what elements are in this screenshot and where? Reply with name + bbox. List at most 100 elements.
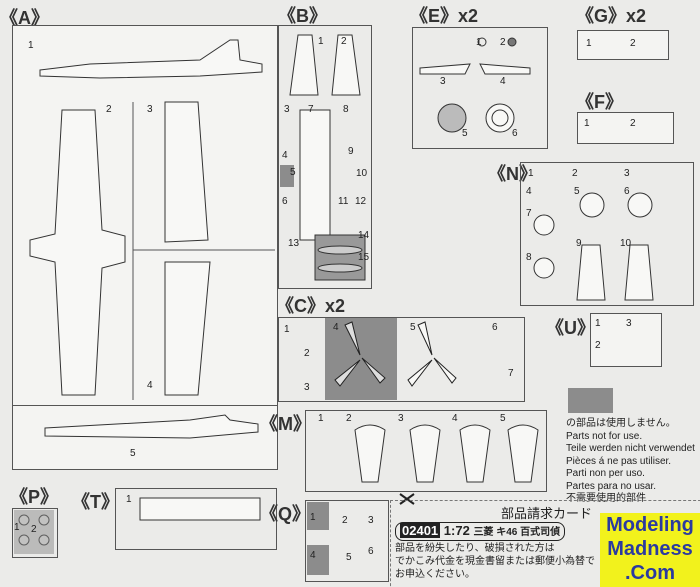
part-number: 4 (282, 150, 288, 161)
part-number: 11 (338, 196, 349, 207)
part-number: 4 (333, 322, 339, 333)
part-number: 3 (147, 104, 153, 115)
part-number: 2 (304, 348, 310, 359)
part-number: 9 (576, 238, 582, 249)
sprue-q-frame (305, 500, 389, 582)
sprue-p-label: 《P》 (10, 487, 59, 507)
part-number: 3 (368, 515, 374, 526)
wing-upper-a4 (164, 261, 211, 396)
sprue-p-frame (12, 508, 58, 558)
parts-request-card: 部品請求カード 02401 1:72 三菱 キ46 百式司偵 部品を紛失したり、… (390, 500, 700, 587)
fuselage-half-a5 (44, 414, 259, 439)
part-number: 6 (282, 196, 288, 207)
part-number: 5 (410, 322, 416, 333)
fuselage-half-a1 (39, 39, 263, 79)
part-number: 1 (310, 512, 316, 523)
part-number: 5 (346, 552, 352, 563)
kit-scale: 1:72 (443, 523, 470, 538)
wing-lower-a2 (29, 109, 126, 396)
part-number: 2 (572, 168, 578, 179)
card-text-line: 部品を紛失したり、破損された方は (395, 543, 555, 554)
legend-line: Parti non per uso. (566, 468, 645, 479)
part-number: 6 (512, 128, 518, 139)
part-number: 10 (620, 238, 632, 249)
part-number: 4 (500, 76, 506, 87)
part-number: 3 (440, 76, 446, 87)
part-number: 2 (630, 118, 636, 129)
sprue-c-label: 《C》x2 (276, 296, 346, 316)
part-number: 9 (348, 146, 354, 157)
part-number: 8 (526, 252, 532, 263)
part-number: 6 (368, 546, 374, 557)
part-number: 4 (526, 186, 532, 197)
legend-line: 不需要使用的部件 (566, 493, 646, 504)
card-text-line: でかこみ代金を現金書留または郵便小為替で (395, 556, 595, 567)
part-number: 5 (130, 448, 136, 459)
sprue-m-frame (305, 410, 547, 492)
watermark-line: Modeling (606, 514, 694, 536)
part-number: 5 (574, 186, 580, 197)
part-number: 2 (595, 340, 601, 351)
legend-line: Teile werden nicht verwendet (566, 443, 695, 454)
part-number: 2 (341, 36, 347, 47)
part-number: 1 (284, 324, 290, 335)
part-number: 1 (14, 522, 20, 533)
part-number: 13 (288, 238, 300, 249)
part-number: 5 (462, 128, 468, 139)
sprue-f-frame (577, 112, 674, 144)
legend-text: の部品は使用しません。 Parts not for use. Teile wer… (566, 418, 695, 506)
part-number: 2 (346, 413, 352, 424)
sprue-f-label: 《F》 (576, 92, 623, 112)
part-number: 1 (126, 494, 132, 505)
part-number: 1 (476, 37, 482, 48)
sprue-b-frame (278, 25, 372, 289)
part-number: 5 (290, 167, 296, 178)
sprue-u-frame (590, 313, 662, 367)
sprue-b-label: 《B》 (278, 6, 327, 26)
sprue-n-label: 《N》 (488, 164, 537, 184)
watermark-line: .Com (625, 562, 675, 584)
part-number: 2 (342, 515, 348, 526)
part-number: 2 (500, 37, 506, 48)
part-number: 5 (500, 413, 506, 424)
wing-upper-a3 (164, 101, 209, 243)
sprue-a-label: 《A》 (0, 8, 49, 28)
sprue-m-label: 《M》 (260, 414, 311, 434)
unused-parts-swatch (568, 388, 613, 413)
part-number: 3 (284, 104, 290, 115)
card-title: 部品請求カード (501, 506, 593, 521)
scissors-icon (399, 493, 415, 505)
sprue-n-frame (520, 162, 694, 306)
part-number: 3 (304, 382, 310, 393)
watermark-line: Madness (607, 538, 693, 560)
part-number: 2 (630, 38, 636, 49)
sprue-u-label: 《U》 (546, 318, 595, 338)
part-number: 7 (526, 208, 532, 219)
part-number: 14 (358, 230, 370, 241)
part-number: 6 (624, 186, 630, 197)
kit-code-line: 02401 1:72 三菱 キ46 百式司偵 (395, 522, 566, 541)
part-number: 3 (626, 318, 632, 329)
part-number: 6 (492, 322, 498, 333)
part-number: 12 (355, 196, 367, 207)
part-number: 15 (358, 252, 370, 263)
part-number: 1 (28, 40, 34, 51)
card-instructions: 部品を紛失したり、破損された方は でかこみ代金を現金書留または郵便小為替で お申… (395, 542, 595, 581)
sprue-t-frame (115, 488, 277, 550)
watermark-logo: Modeling Madness .Com (600, 513, 700, 587)
part-number: 10 (356, 168, 368, 179)
sprue-a-lower-frame (12, 405, 278, 470)
sprue-g-label: 《G》x2 (576, 6, 647, 26)
part-number: 4 (310, 550, 316, 561)
legend-line: Partes para no usar. (566, 480, 657, 492)
part-number: 2 (31, 524, 37, 535)
sprue-q-label: 《Q》 (260, 504, 311, 524)
legend-line: Pièces á ne pas utiliser. (566, 455, 672, 467)
part-number: 1 (318, 36, 324, 47)
part-number: 4 (452, 413, 458, 424)
part-number: 1 (318, 413, 324, 424)
part-number: 3 (398, 413, 404, 424)
part-number: 7 (508, 368, 514, 379)
part-number: 2 (106, 104, 112, 115)
